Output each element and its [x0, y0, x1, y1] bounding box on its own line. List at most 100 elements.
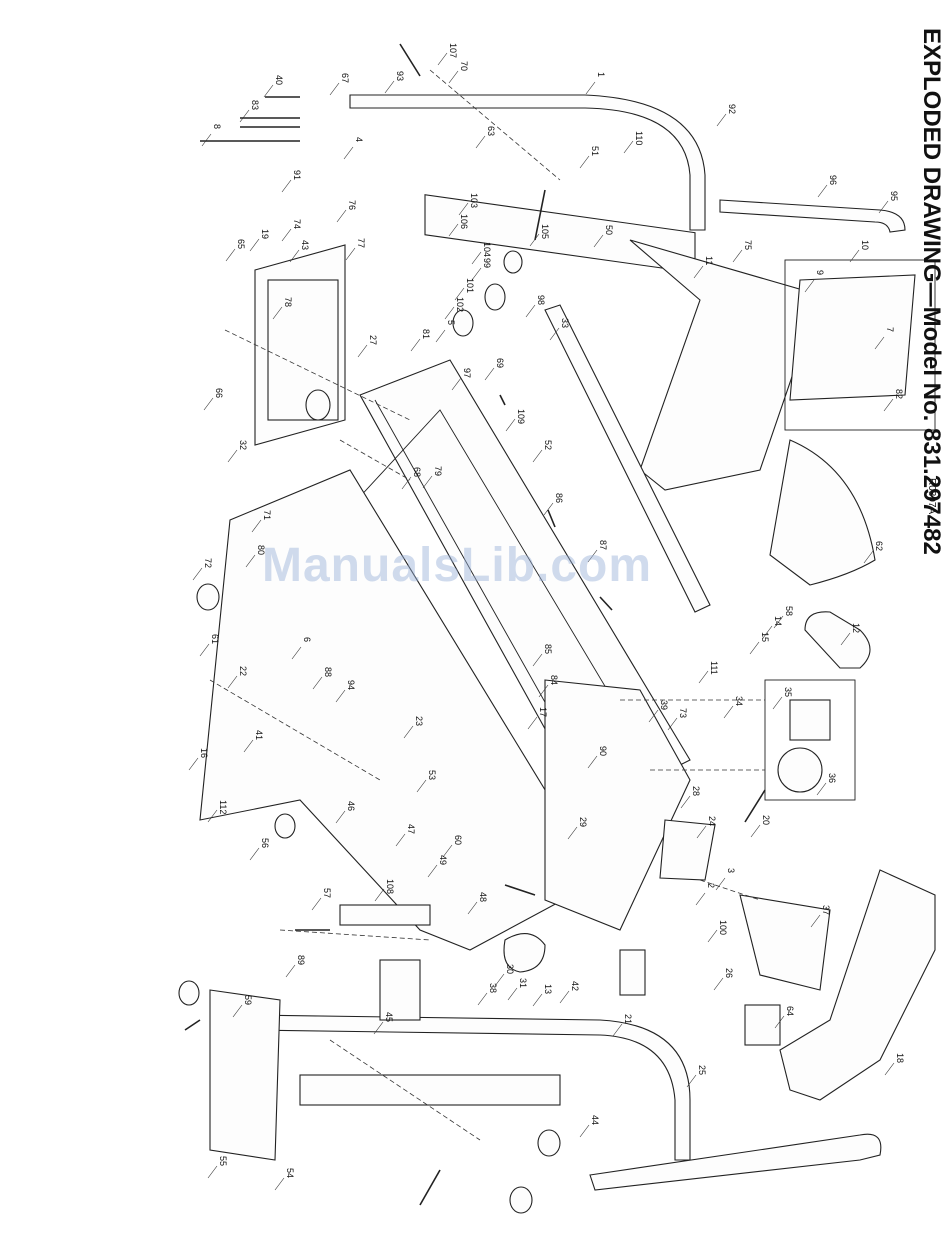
leader-line	[762, 625, 773, 639]
leader-line	[272, 306, 283, 320]
part-number-43: 43	[300, 240, 310, 250]
part-number-22: 22	[238, 666, 248, 676]
part-number-26: 26	[724, 968, 734, 978]
loose-hardware	[184, 43, 766, 1206]
leader-line	[707, 929, 718, 943]
part-number-23: 23	[414, 716, 424, 726]
part-number-37: 37	[821, 905, 831, 915]
leader-line	[529, 233, 540, 247]
part-number-36: 36	[827, 773, 837, 783]
drawing-code: R0397A	[925, 478, 939, 518]
leader-line	[403, 725, 414, 739]
leader-line	[695, 892, 706, 906]
leader-line	[201, 133, 212, 147]
part-number-72: 72	[203, 558, 213, 568]
part-number-4: 4	[354, 137, 364, 142]
leader-line	[251, 519, 262, 533]
part-number-61: 61	[210, 634, 220, 644]
part-number-99: 99	[482, 258, 492, 268]
part-number-98: 98	[536, 295, 546, 305]
leader-line	[749, 641, 760, 655]
leader-line	[448, 70, 459, 84]
leader-line	[373, 1021, 384, 1035]
leader-line	[437, 52, 448, 66]
electronics-tray	[739, 894, 831, 1046]
part-number-1: 1	[596, 72, 606, 77]
leader-line	[199, 643, 210, 657]
leader-line	[623, 140, 634, 154]
part-number-5: 5	[446, 320, 456, 325]
leader-line	[289, 249, 300, 263]
part-number-95: 95	[889, 191, 899, 201]
part-number-3: 3	[726, 868, 736, 873]
part-number-108: 108	[385, 879, 395, 894]
leader-line	[715, 877, 726, 891]
part-number-50: 50	[604, 225, 614, 235]
part-number-44: 44	[590, 1115, 600, 1125]
leader-line	[444, 306, 455, 320]
front-roller-assembly	[254, 244, 346, 446]
assembly-lines	[209, 69, 765, 1141]
part-number-46: 46	[346, 801, 356, 811]
leader-line	[849, 249, 860, 263]
part-number-111: 111	[709, 661, 719, 675]
rollers	[178, 250, 561, 1214]
part-number-83: 83	[250, 100, 260, 110]
part-number-59: 59	[243, 995, 253, 1005]
leader-line	[471, 267, 482, 281]
leader-line	[285, 964, 296, 978]
part-number-94: 94	[346, 680, 356, 690]
leader-line	[329, 82, 340, 96]
drawing-code-text: R0397A	[926, 478, 937, 515]
leader-line	[335, 689, 346, 703]
part-number-101: 101	[465, 278, 475, 293]
part-number-53: 53	[427, 770, 437, 780]
leader-line	[374, 888, 385, 902]
upper-handrail	[349, 94, 706, 274]
front-hood	[544, 679, 716, 931]
leader-line	[336, 209, 347, 223]
leader-line	[723, 705, 734, 719]
part-number-60: 60	[453, 835, 463, 845]
part-number-10: 10	[860, 240, 870, 250]
leader-line	[416, 779, 427, 793]
leader-line	[451, 377, 462, 391]
part-number-38: 38	[488, 983, 498, 993]
part-number-30: 30	[505, 964, 515, 974]
part-number-47: 47	[406, 824, 416, 834]
leader-line	[249, 847, 260, 861]
leader-line	[549, 327, 560, 341]
leader-line	[559, 990, 570, 1004]
leader-line	[281, 228, 292, 242]
watermark: ManualsLib.com	[262, 539, 653, 592]
leader-line	[477, 992, 488, 1006]
part-number-29: 29	[578, 817, 588, 827]
part-number-58: 58	[784, 606, 794, 616]
part-number-56: 56	[260, 838, 270, 848]
part-number-74: 74	[292, 219, 302, 229]
side-guard-18	[779, 869, 936, 1101]
part-number-31: 31	[518, 978, 528, 988]
leader-line	[454, 287, 465, 301]
part-number-88: 88	[323, 667, 333, 677]
leader-line	[458, 202, 469, 216]
leader-line	[863, 550, 874, 564]
part-number-labels: 1234567891011121314151617181920212223242…	[188, 43, 905, 1191]
part-number-27: 27	[368, 335, 378, 345]
leader-line	[612, 1023, 623, 1037]
leader-line	[532, 993, 543, 1007]
leader-line	[192, 567, 203, 581]
part-number-110: 110	[634, 131, 644, 145]
leader-line	[243, 739, 254, 753]
leader-line	[281, 179, 292, 193]
leader-line	[475, 135, 486, 149]
part-number-35: 35	[783, 687, 793, 697]
part-number-106: 106	[459, 214, 469, 229]
part-number-17: 17	[538, 707, 548, 717]
leader-line	[884, 1062, 895, 1076]
leader-line	[507, 987, 518, 1001]
leader-line	[732, 249, 743, 263]
leader-line	[335, 810, 346, 824]
leader-line	[312, 676, 323, 690]
